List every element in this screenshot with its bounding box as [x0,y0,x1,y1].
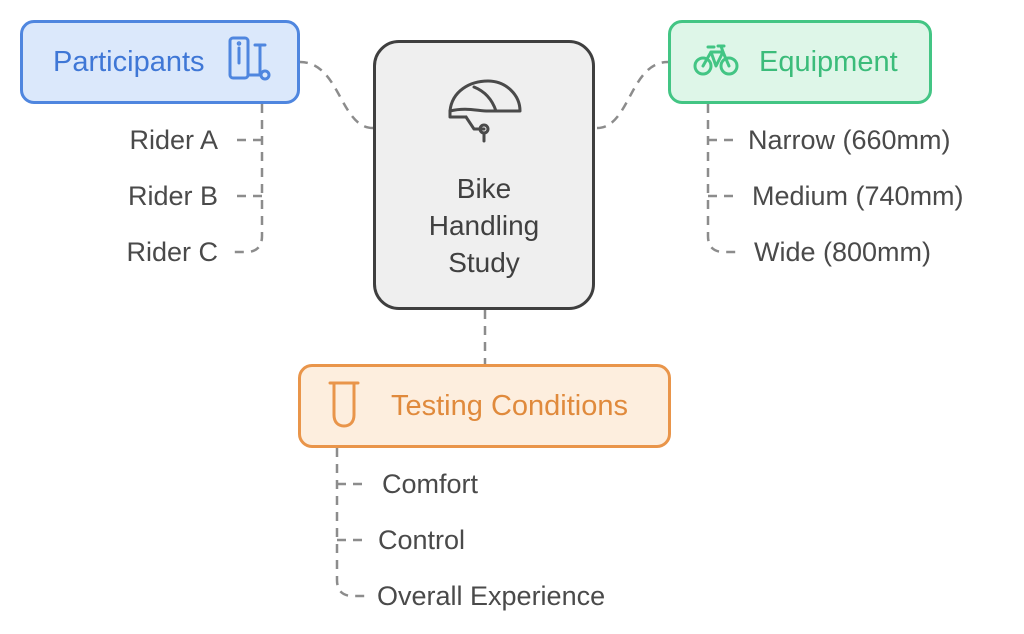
equipment-item-wide: Wide (800mm) [754,237,932,267]
participant-item-rider-a: Rider A [129,125,218,155]
connector-testing-branch [335,448,368,598]
participants-label: Participants [53,45,205,78]
center-title-line-3: Study [448,247,520,278]
test-tube-icon [327,379,361,434]
testing-conditions-label: Testing Conditions [391,389,628,422]
center-node[interactable]: Bike Handling Study [373,40,595,310]
equipment-node[interactable]: Equipment [668,20,932,104]
center-title-line-2: Handling [428,210,540,241]
equipment-label: Equipment [759,45,898,78]
testing-conditions-node[interactable]: Testing Conditions [298,364,671,448]
testing-item-overall-experience: Overall Experience [377,581,606,611]
participant-item-rider-c: Rider C [126,237,218,267]
testing-item-control: Control [378,525,466,555]
connector-participants-branch [232,104,264,254]
participant-item-rider-b: Rider B [127,181,218,211]
connector-center-participants [299,60,374,130]
participants-node[interactable]: Participants [20,20,300,104]
center-title: Bike Handling Study [429,170,540,281]
connector-equipment-branch [706,104,740,254]
scooter-info-icon [227,35,273,90]
helmet-icon [444,77,524,152]
equipment-item-narrow: Narrow (660mm) [748,125,951,155]
center-title-line-1: Bike [456,173,512,204]
bicycle-icon [693,42,739,83]
testing-item-comfort: Comfort [382,469,479,499]
connector-center-equipment [596,60,669,130]
equipment-item-medium: Medium (740mm) [752,181,964,211]
